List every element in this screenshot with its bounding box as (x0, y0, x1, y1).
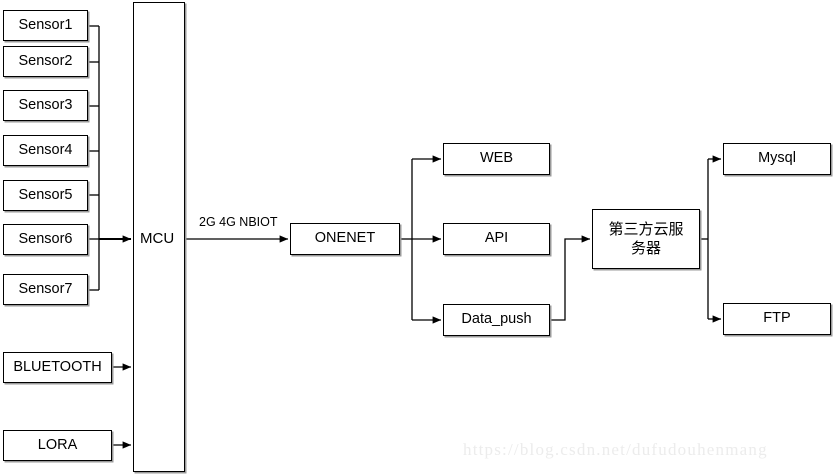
node-sensor4[interactable]: Sensor4 (3, 135, 88, 166)
mcu-label: MCU (140, 230, 175, 247)
node-sensor1[interactable]: Sensor1 (3, 10, 88, 41)
node-mysql[interactable]: Mysql (723, 143, 831, 175)
node-web[interactable]: WEB (443, 143, 550, 175)
node-sensor7[interactable]: Sensor7 (3, 274, 88, 305)
node-sensor5[interactable]: Sensor5 (3, 180, 88, 211)
node-onenet[interactable]: ONENET (290, 223, 400, 255)
node-data-push[interactable]: Data_push (443, 304, 550, 336)
node-sensor2[interactable]: Sensor2 (3, 46, 88, 77)
node-bluetooth[interactable]: BLUETOOTH (3, 352, 112, 383)
node-cloud-server[interactable]: 第三方云服务器 (592, 209, 700, 269)
node-sensor3[interactable]: Sensor3 (3, 90, 88, 121)
edge-label-mcu-to-onenet: 2G 4G NBIOT (199, 215, 278, 229)
mcu-bar[interactable] (133, 2, 185, 472)
node-ftp[interactable]: FTP (723, 303, 831, 335)
node-lora[interactable]: LORA (3, 430, 112, 461)
node-api[interactable]: API (443, 223, 550, 255)
node-sensor6[interactable]: Sensor6 (3, 224, 88, 255)
watermark-text: https://blog.csdn.net/dufudouhenmang (463, 440, 768, 459)
